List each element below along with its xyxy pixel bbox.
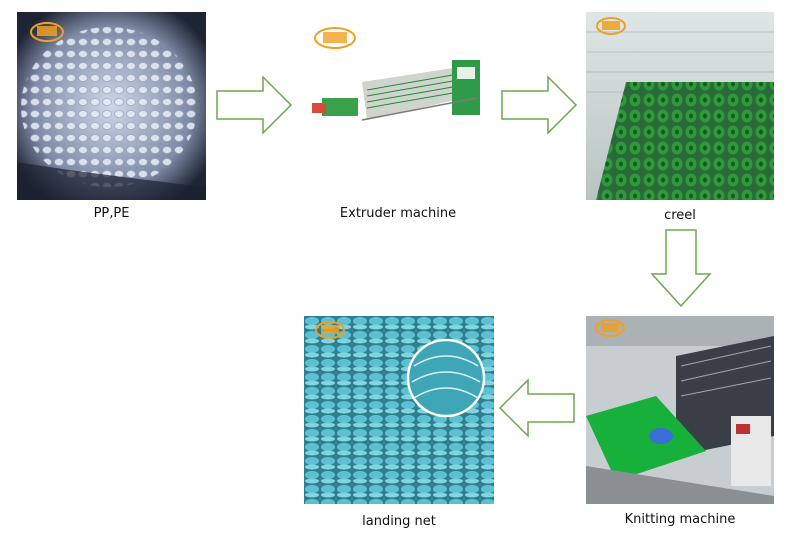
step-label-net: landing net (362, 514, 436, 529)
brand-logo-icon (595, 319, 625, 337)
creel-image (586, 12, 774, 200)
pellets-image (17, 12, 206, 200)
brand-logo-icon (30, 22, 64, 42)
knitting-machine-image (586, 316, 774, 504)
step-label-creel: creel (664, 208, 696, 223)
flow-arrow-right-icon (501, 75, 578, 135)
landing-net-image (304, 316, 494, 504)
flow-arrow-down-icon (650, 229, 712, 308)
flow-arrow-left-icon (498, 378, 575, 438)
brand-logo-icon (315, 321, 345, 339)
step-label-pellets: PP,PE (93, 206, 130, 221)
step-label-knitting: Knitting machine (624, 512, 736, 527)
step-label-extruder: Extruder machine (339, 206, 457, 221)
extruder-machine-image (302, 20, 494, 135)
flow-arrow-right-icon (216, 75, 293, 135)
brand-logo-icon (596, 17, 626, 35)
brand-logo-icon (314, 27, 356, 49)
